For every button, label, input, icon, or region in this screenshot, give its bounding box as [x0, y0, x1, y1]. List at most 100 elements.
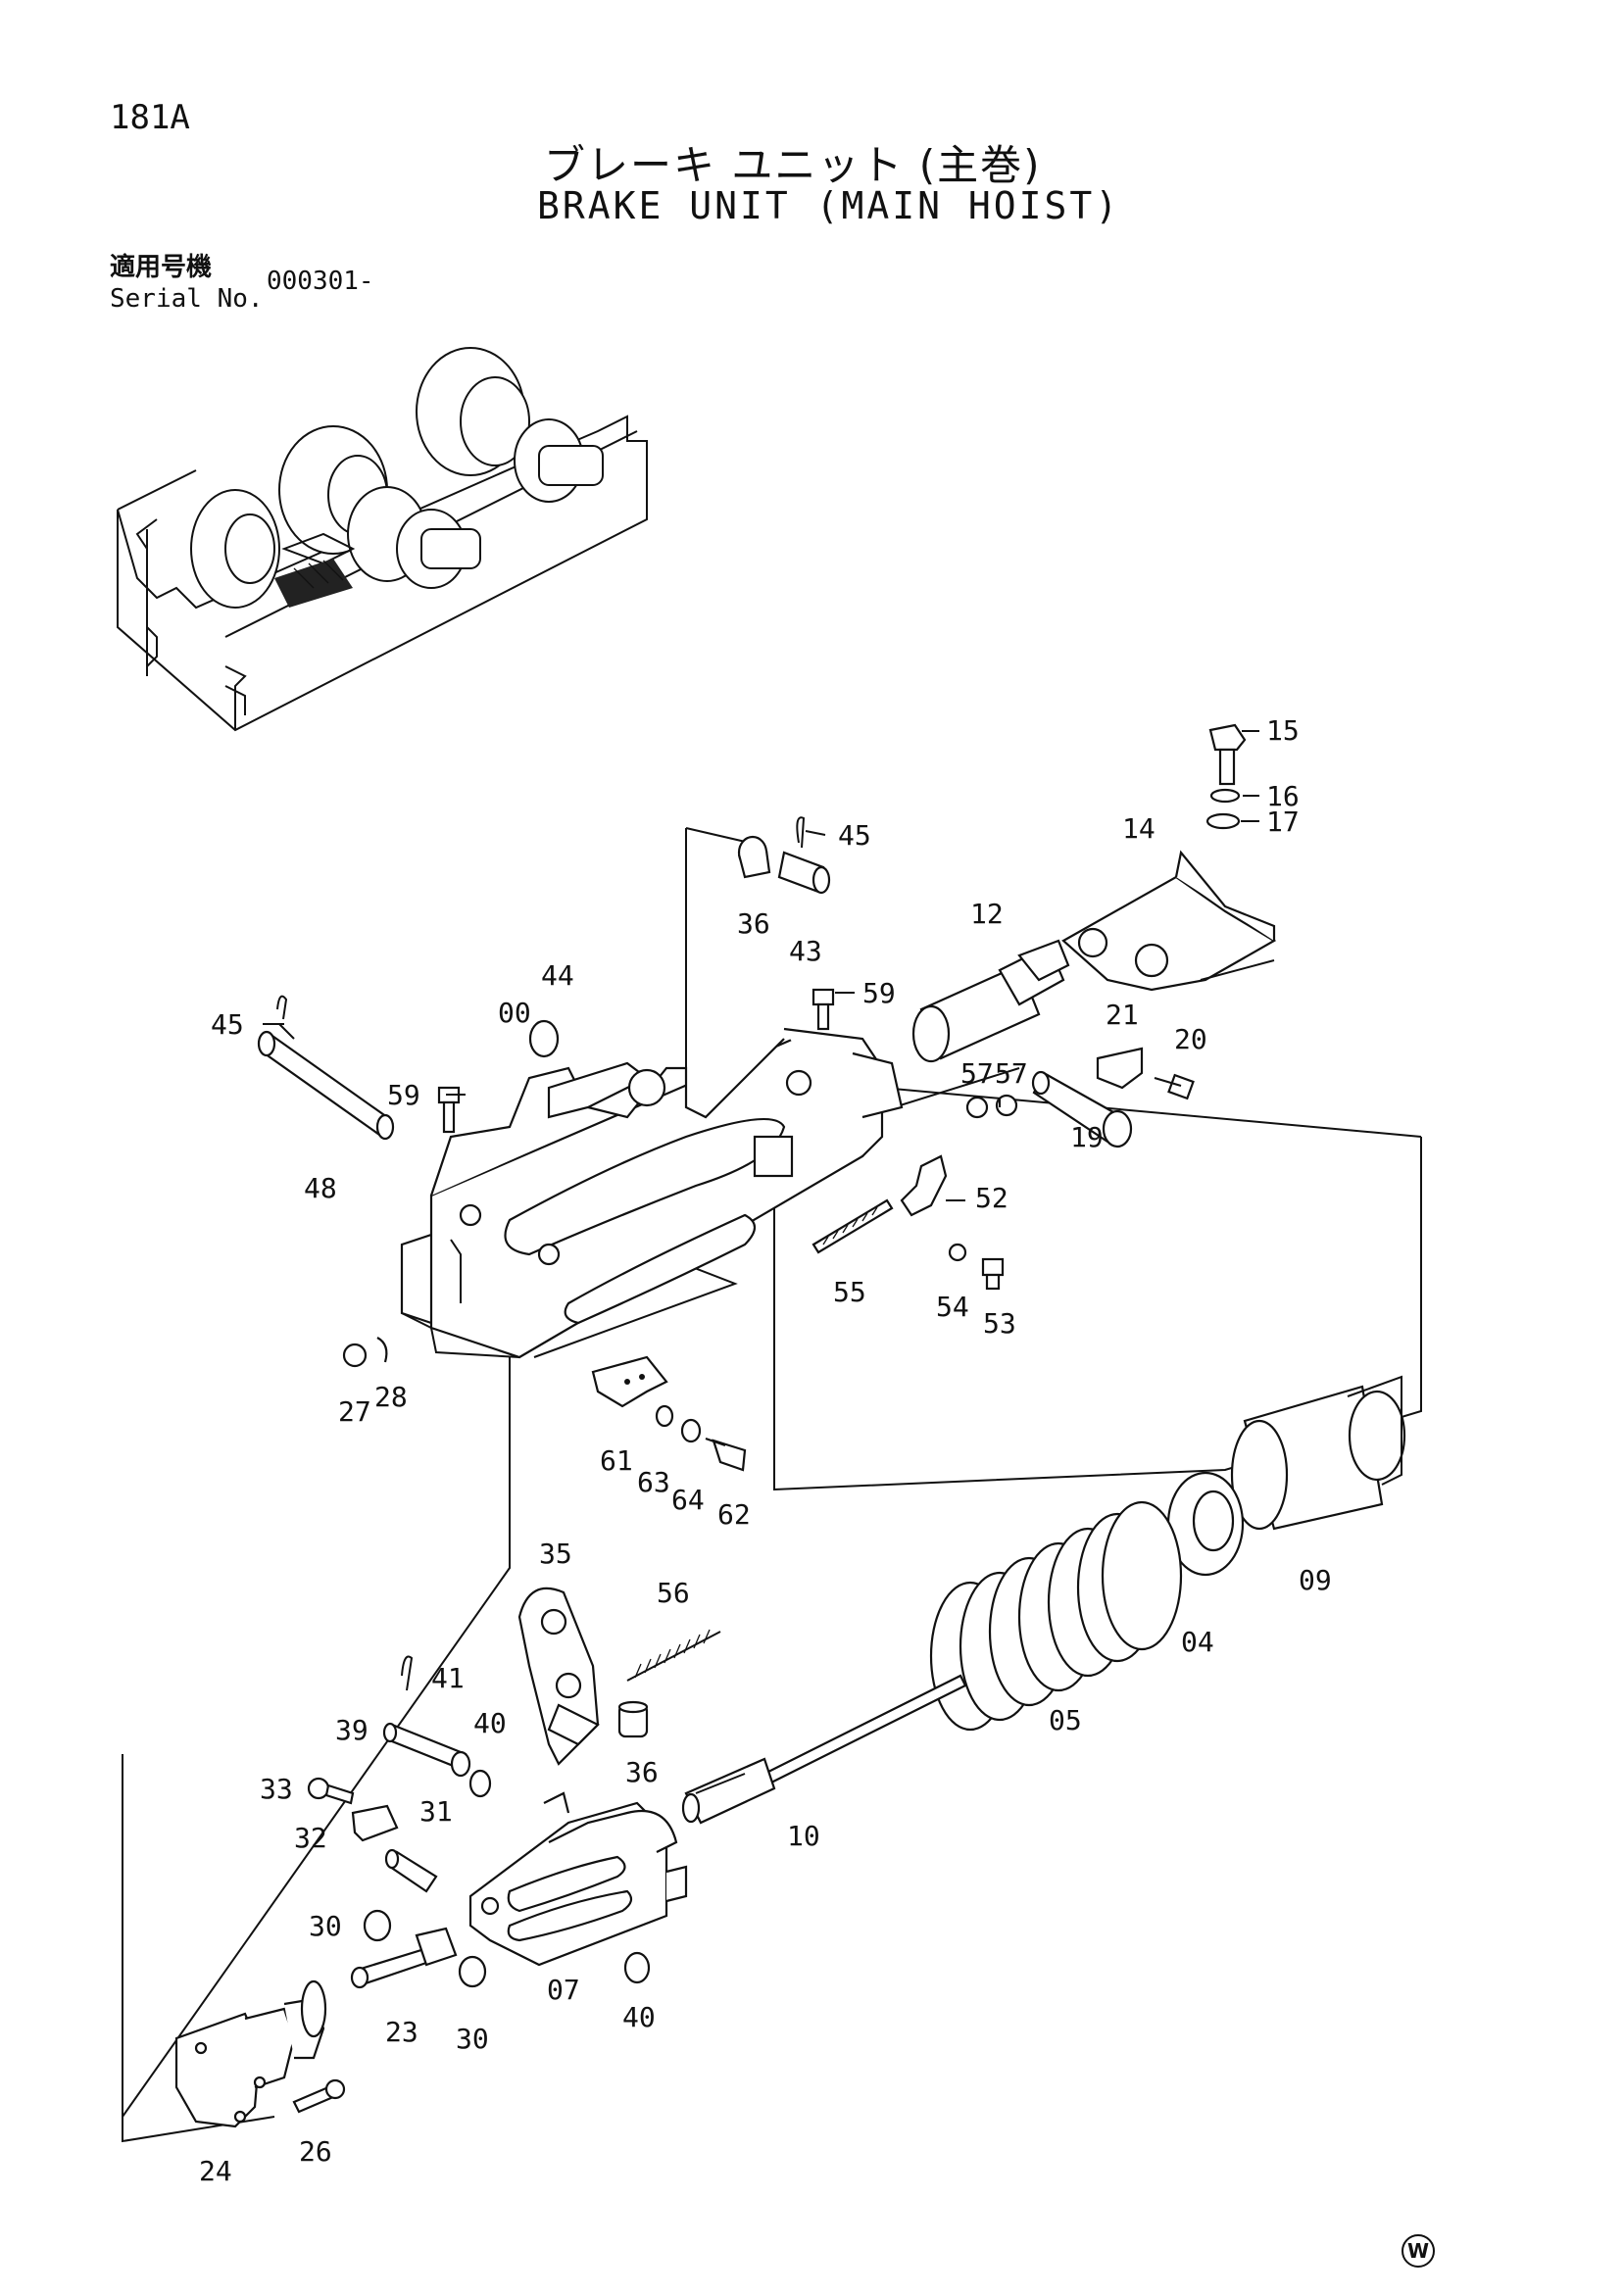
title-japanese: ブレーキ ユニット (主巻): [544, 141, 1042, 189]
part-31-pin[interactable]: [384, 1848, 438, 1893]
part-14-bracket[interactable]: [1061, 850, 1277, 992]
label-part-53: 53: [983, 1307, 1016, 1340]
part-44-washer[interactable]: [528, 1019, 560, 1058]
part-62-bolt[interactable]: [705, 1437, 747, 1472]
part-21-plate[interactable]: [1096, 1047, 1195, 1100]
label-part-56: 56: [657, 1577, 690, 1609]
part-36-43-pins-top[interactable]: [737, 816, 831, 895]
label-part-59-top: 59: [862, 977, 896, 1009]
part-30-washer-lower[interactable]: [458, 1955, 487, 1988]
part-04-ring[interactable]: [1166, 1471, 1245, 1577]
label-part-40-upper: 40: [473, 1707, 507, 1739]
label-part-45-top: 45: [838, 819, 871, 852]
label-part-30-upper: 30: [309, 1910, 342, 1942]
label-part-40-lower: 40: [622, 2001, 656, 2033]
part-07-bracket[interactable]: [468, 1791, 688, 1967]
part-64-washer[interactable]: [680, 1418, 702, 1443]
part-33-bolt[interactable]: [307, 1777, 355, 1805]
part-40-washer-lower[interactable]: [623, 1951, 651, 1984]
part-40-washer-upper[interactable]: [468, 1769, 492, 1798]
part-36-sleeve-lower[interactable]: [617, 1700, 649, 1738]
label-part-16: 16: [1266, 780, 1300, 812]
label-part-31: 31: [419, 1795, 453, 1828]
part-28-washer[interactable]: [376, 1337, 388, 1363]
label-part-54: 54: [936, 1291, 969, 1323]
label-part-07: 07: [547, 1974, 580, 2006]
label-part-23: 23: [385, 2016, 418, 2048]
label-part-57-left: 57: [960, 1057, 994, 1090]
part-61-plate[interactable]: [591, 1355, 668, 1408]
part-54-washer[interactable]: [948, 1243, 967, 1262]
winch-overview-illustration: [117, 347, 648, 732]
publisher-mark: W: [1402, 2234, 1435, 2268]
label-part-59-left: 59: [387, 1079, 420, 1111]
label-part-09: 09: [1299, 1564, 1332, 1596]
part-09-tube[interactable]: [1230, 1375, 1406, 1531]
label-part-26: 26: [299, 2135, 332, 2168]
label-part-12: 12: [970, 898, 1004, 930]
part-56-spring[interactable]: [626, 1629, 721, 1682]
label-part-61: 61: [600, 1444, 633, 1477]
label-part-33: 33: [260, 1773, 293, 1805]
label-part-15: 15: [1266, 714, 1300, 747]
part-27-nut[interactable]: [342, 1343, 368, 1368]
label-part-44: 44: [541, 959, 574, 992]
part-53-bolt[interactable]: [981, 1257, 1005, 1291]
label-part-63: 63: [637, 1466, 670, 1498]
part-57-nuts[interactable]: [965, 1094, 1018, 1119]
label-part-52: 52: [975, 1182, 1008, 1214]
part-32-plate[interactable]: [351, 1804, 399, 1842]
part-39-pin[interactable]: [382, 1722, 471, 1778]
title-english: BRAKE UNIT (MAIN HOIST): [537, 184, 1121, 227]
serial-label-japanese: 適用号機: [110, 253, 213, 282]
label-part-32: 32: [294, 1822, 327, 1854]
label-part-36-top: 36: [737, 907, 770, 940]
part-19-sleeve[interactable]: [1031, 1070, 1133, 1148]
label-part-30-lower: 30: [456, 2023, 489, 2055]
part-23-pin[interactable]: [350, 1927, 458, 1989]
part-00-brake-frame[interactable]: [400, 1027, 904, 1359]
part-10-rod[interactable]: [681, 1674, 967, 1825]
label-part-21: 21: [1106, 999, 1139, 1031]
label-part-17: 17: [1266, 806, 1300, 838]
label-part-45-left: 45: [211, 1008, 244, 1041]
label-part-55: 55: [833, 1276, 866, 1308]
part-63-washer[interactable]: [655, 1404, 674, 1428]
part-48-shaft[interactable]: [257, 995, 395, 1141]
label-part-10: 10: [787, 1820, 820, 1852]
label-part-57-right: 57: [995, 1057, 1028, 1090]
label-part-48: 48: [304, 1172, 337, 1204]
label-part-43: 43: [789, 935, 822, 967]
serial-label-english: Serial No.: [110, 284, 264, 314]
label-part-00: 00: [498, 997, 531, 1029]
part-55-stud[interactable]: [812, 1198, 894, 1254]
label-part-05: 05: [1049, 1704, 1082, 1736]
label-part-27: 27: [338, 1395, 371, 1428]
part-12-cylinder[interactable]: [911, 939, 1070, 1063]
label-part-28: 28: [374, 1381, 408, 1413]
label-part-64: 64: [671, 1484, 705, 1516]
label-part-19: 19: [1070, 1121, 1104, 1153]
label-part-14: 14: [1122, 812, 1156, 845]
serial-number-value: 000301-: [267, 267, 374, 296]
part-26-bolt[interactable]: [292, 2078, 346, 2114]
part-15-17-bolt-washers[interactable]: [1205, 723, 1247, 830]
part-30-washer-upper[interactable]: [363, 1909, 392, 1942]
part-05-spring[interactable]: [929, 1500, 1183, 1732]
label-part-35: 35: [539, 1538, 572, 1570]
label-part-62: 62: [717, 1498, 751, 1531]
part-41-split-pin[interactable]: [401, 1655, 414, 1691]
label-part-41: 41: [431, 1662, 465, 1694]
label-part-20: 20: [1174, 1023, 1207, 1055]
page-code: 181A: [110, 98, 190, 137]
part-24-actuator[interactable]: [174, 1979, 327, 2128]
label-part-24: 24: [199, 2155, 232, 2187]
label-part-36-lower: 36: [625, 1756, 659, 1788]
part-number-labels: 00 04 05 07 09 10 12 14 15 16 17 19 20 2…: [199, 714, 1332, 2187]
part-52-bracket[interactable]: [900, 1154, 948, 1217]
part-35-lever[interactable]: [517, 1587, 600, 1766]
label-part-39: 39: [335, 1714, 369, 1746]
label-part-04: 04: [1181, 1626, 1214, 1658]
leader-lines: [263, 730, 1259, 1201]
